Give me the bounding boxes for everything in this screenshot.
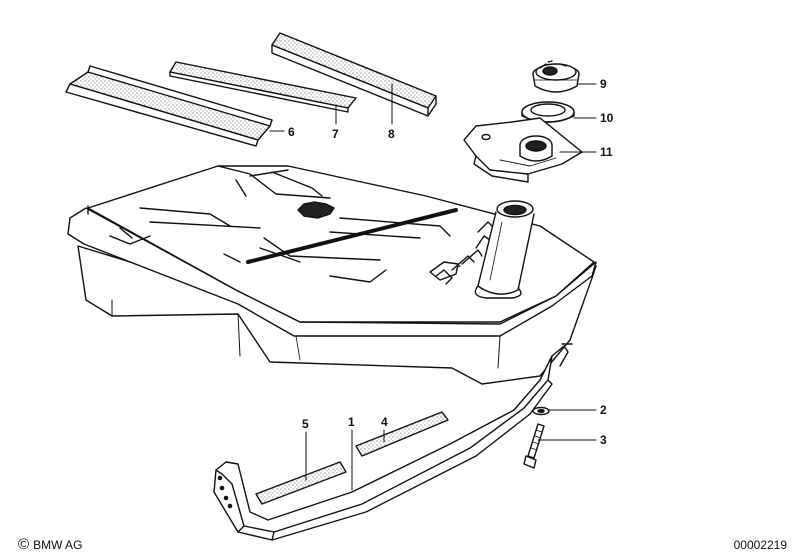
callout-6: 6 bbox=[288, 125, 295, 139]
washer-2 bbox=[532, 406, 550, 416]
insulation-strip-7 bbox=[169, 61, 357, 113]
callout-1: 1 bbox=[348, 415, 355, 429]
bolt-3 bbox=[523, 423, 545, 469]
callout-11: 11 bbox=[600, 145, 613, 159]
callout-3: 3 bbox=[600, 433, 607, 447]
copyright-notice: © BMW AG bbox=[18, 537, 82, 552]
drawing-number: 00002219 bbox=[733, 538, 787, 552]
filler-plate-11 bbox=[463, 117, 583, 183]
callout-9: 9 bbox=[600, 77, 607, 91]
insulation-strip-8 bbox=[271, 32, 437, 117]
tank-strap-1 bbox=[213, 343, 573, 541]
seal-ring-10 bbox=[521, 101, 575, 123]
copyright-owner: BMW AG bbox=[33, 537, 83, 552]
insulation-strip-6 bbox=[65, 65, 273, 147]
filler-cap-9 bbox=[532, 60, 580, 93]
callout-4: 4 bbox=[381, 415, 388, 429]
callout-10: 10 bbox=[600, 111, 614, 125]
callout-8: 8 bbox=[388, 127, 395, 141]
callout-labels: 1 2 3 4 5 6 7 8 9 10 11 bbox=[288, 77, 614, 447]
leader-lines bbox=[269, 83, 597, 491]
callout-7: 7 bbox=[332, 127, 339, 141]
strap-pad-5 bbox=[255, 461, 347, 505]
copyright-symbol: © bbox=[18, 536, 30, 553]
callout-2: 2 bbox=[600, 403, 607, 417]
fuel-tank bbox=[67, 165, 597, 385]
callout-5: 5 bbox=[302, 417, 309, 431]
strap-pad-4 bbox=[355, 411, 449, 457]
